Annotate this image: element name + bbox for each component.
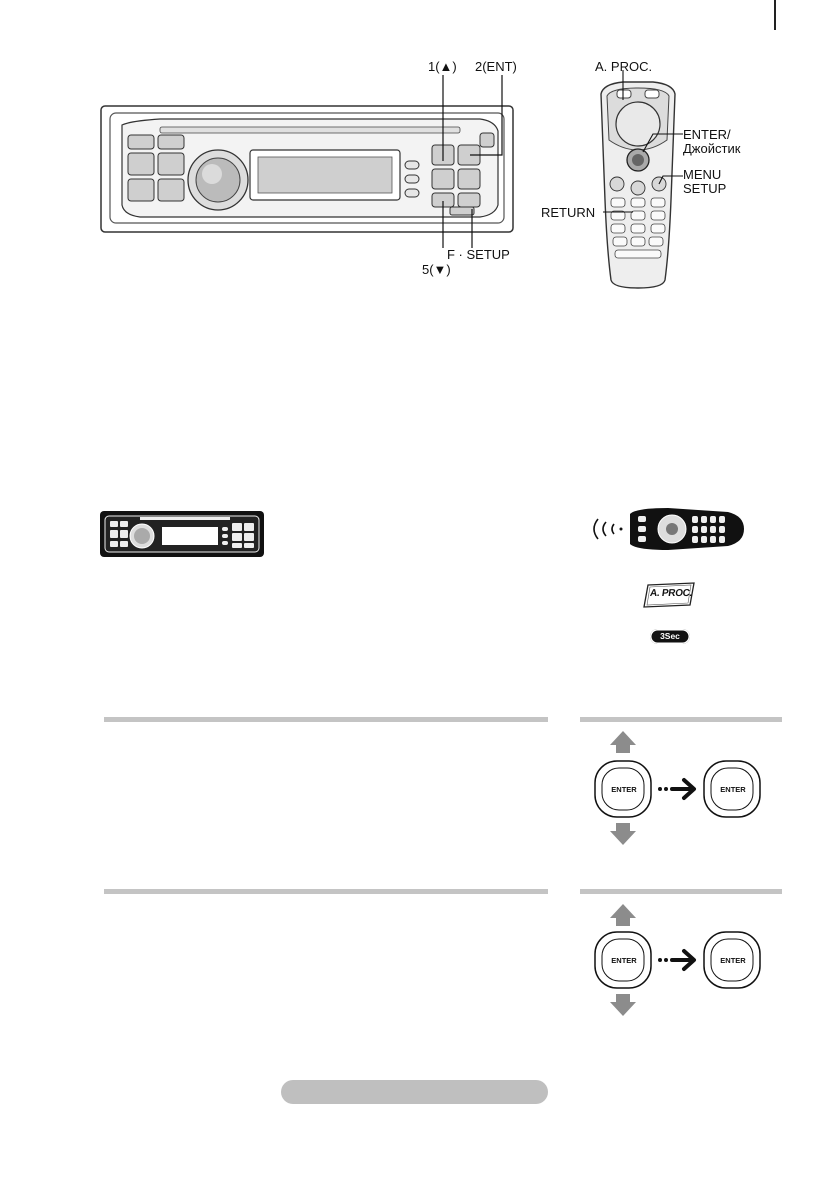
enter-label: ENTER	[720, 956, 746, 965]
label-return: RETURN	[541, 205, 596, 220]
label-btn-down: 5(▼)	[422, 262, 451, 277]
label-enter: ENTER/	[683, 127, 731, 142]
a-proc-key-icon: A. PROC.	[642, 582, 696, 608]
a-proc-key-label: A. PROC.	[649, 588, 693, 599]
page-edge-line	[774, 0, 776, 30]
hold-3sec-label: 3Sec	[660, 631, 680, 641]
enter-label: ENTER	[611, 785, 637, 794]
enter-button-icon	[703, 931, 761, 989]
label-a-proc: A. PROC.	[595, 59, 653, 74]
remote-icon	[593, 508, 744, 550]
label-btn-f-setup: F · SETUP	[447, 247, 510, 262]
section-rule-2	[104, 889, 548, 894]
enter-button-icon	[594, 931, 652, 989]
enter-button-icon	[703, 760, 761, 818]
label-btn-up: 1(▲)	[428, 59, 457, 74]
head-unit-illustration	[100, 75, 514, 248]
label-menu: MENU	[683, 167, 722, 182]
label-btn-ent: 2(ENT)	[475, 59, 517, 74]
up-arrow-icon	[610, 731, 636, 753]
gray-pill-bar	[281, 1080, 548, 1104]
up-arrow-icon	[610, 904, 636, 926]
remote-illustration	[600, 70, 683, 289]
head-unit-icon	[100, 511, 264, 557]
arrow-right-icon	[670, 778, 696, 800]
section-rule-1-side	[580, 717, 782, 722]
enter-button-icon	[594, 760, 652, 818]
hold-3sec-badge: 3Sec	[650, 629, 690, 644]
label-joystick: Джойстик	[683, 141, 741, 156]
arrow-right-icon	[670, 949, 696, 971]
enter-diagram-2	[594, 904, 761, 1016]
section-rule-2-side	[580, 889, 782, 894]
enter-label: ENTER	[720, 785, 746, 794]
section-rule-1	[104, 717, 548, 722]
down-arrow-icon	[610, 823, 636, 845]
down-arrow-icon	[610, 994, 636, 1016]
enter-diagram-1	[594, 731, 761, 845]
label-setup: SETUP	[683, 181, 727, 196]
enter-label: ENTER	[611, 956, 637, 965]
